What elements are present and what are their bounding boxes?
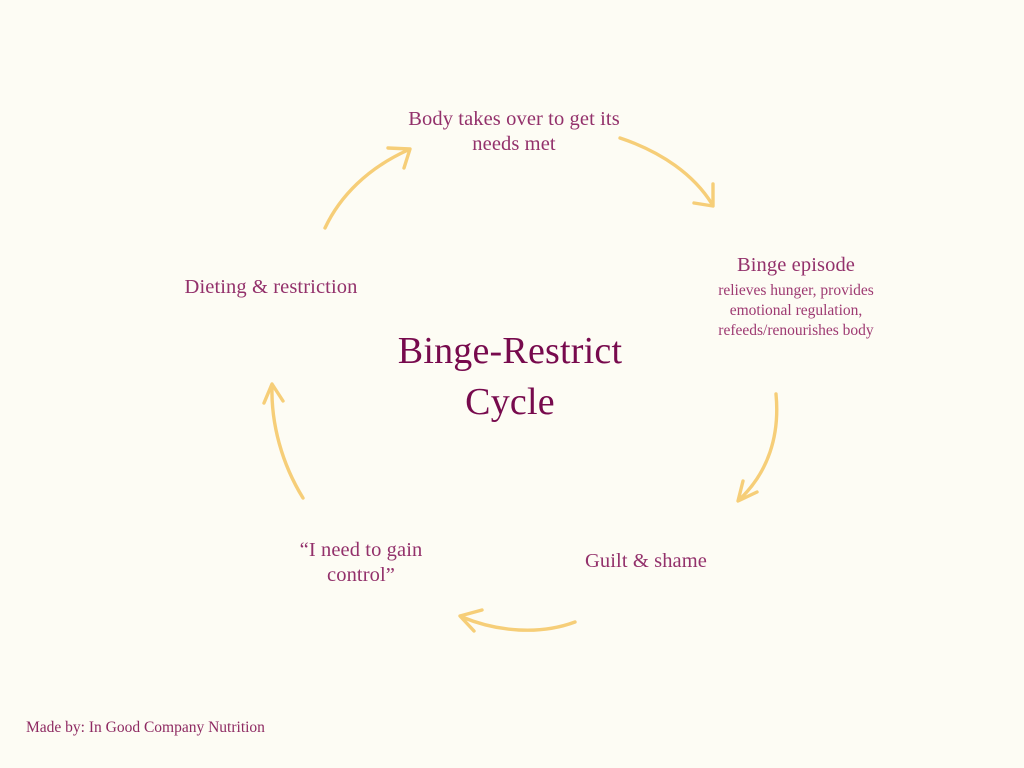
diagram-title: Binge-Restrict Cycle: [325, 326, 695, 427]
arrow-dieting-to-body: [323, 146, 412, 230]
node-guilt-and-shame: Guilt & shame: [560, 549, 732, 574]
node-control-title: “I need to gain control”: [299, 539, 423, 586]
credit-line: Made by: In Good Company Nutrition: [26, 719, 265, 736]
node-binge-description: relieves hunger, provides emotional regu…: [718, 282, 874, 339]
node-guilt-title: Guilt & shame: [584, 550, 707, 572]
node-dieting-and-restriction: Dieting & restriction: [182, 275, 360, 300]
node-body-title: Body takes over to get its needs met: [408, 108, 620, 155]
node-binge-title: Binge episode: [736, 254, 855, 276]
node-binge-episode: Binge episode relieves hunger, provides …: [690, 253, 902, 340]
arrow-control-to-dieting: [262, 382, 305, 500]
node-dieting-title: Dieting & restriction: [184, 276, 358, 298]
node-body-takes-over: Body takes over to get its needs met: [404, 107, 624, 157]
arrow-binge-to-guilt: [736, 392, 779, 503]
diagram-title-line1: Binge-Restrict: [397, 330, 623, 372]
arrow-guilt-to-control: [458, 608, 577, 633]
arrow-body-to-binge: [618, 136, 715, 208]
diagram-title-line2: Cycle: [465, 380, 555, 423]
node-need-to-gain-control: “I need to gain control”: [277, 538, 445, 588]
